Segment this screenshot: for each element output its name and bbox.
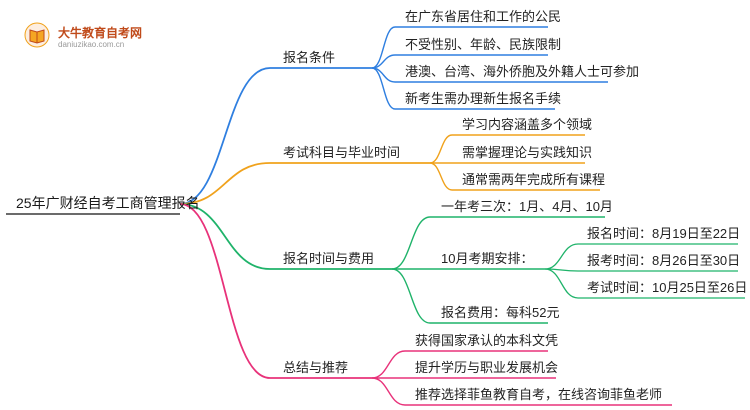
- october-schedule-item: 报考时间：8月26日至30日: [587, 253, 741, 268]
- branch-subjects: 考试科目与毕业时间: [283, 145, 401, 160]
- branch-to-leaf-connector: [371, 26, 396, 69]
- site-logo: 大牛教育自考网 daniuzikao.com.cn: [8, 10, 158, 50]
- root-to-branch-connector: [179, 203, 271, 379]
- branch-to-leaf-connector: [429, 162, 453, 191]
- sub-branch-connector: [544, 243, 579, 270]
- branch-to-leaf-connector: [371, 377, 406, 406]
- schedule-item: 一年考三次：1月、4月、10月: [441, 199, 613, 214]
- root-topic: 25年广财经自考工商管理报名: [16, 195, 200, 211]
- eligibility-item: 新考生需办理新生报名手续: [405, 91, 562, 106]
- summary-item: 获得国家承认的本科文凭: [415, 333, 559, 348]
- root-to-branch-connector: [179, 162, 271, 205]
- subjects-item: 通常需两年完成所有课程: [462, 172, 606, 187]
- summary-item: 提升学历与职业发展机会: [415, 360, 559, 375]
- branch-schedule-fees: 报名时间与费用: [283, 251, 375, 266]
- branch-to-leaf-connector: [391, 268, 431, 324]
- root-to-branch-connector: [179, 67, 271, 205]
- october-schedule-item: 报名时间：8月19日至22日: [587, 226, 741, 241]
- eligibility-item: 港澳、台湾、海外侨胞及外籍人士可参加: [405, 64, 640, 79]
- sub-branch-connector: [544, 268, 579, 299]
- eligibility-item: 不受性别、年龄、民族限制: [405, 37, 562, 52]
- schedule-item: 报名费用：每科52元: [441, 305, 560, 320]
- logo-name: 大牛教育自考网: [58, 26, 143, 40]
- branch-to-leaf-connector: [371, 67, 396, 110]
- subjects-item: 学习内容涵盖多个领域: [462, 117, 593, 132]
- logo-url: daniuzikao.com.cn: [58, 40, 125, 49]
- branch-to-leaf-connector: [371, 350, 406, 379]
- summary-item: 推荐选择菲鱼教育自考，在线咨询菲鱼老师: [415, 387, 663, 402]
- branch-to-leaf-connector: [429, 134, 453, 164]
- eligibility-item: 在广东省居住和工作的公民: [405, 9, 562, 24]
- branch-to-leaf-connector: [391, 216, 431, 270]
- book-logo-icon: [24, 22, 50, 48]
- branch-summary: 总结与推荐: [283, 360, 349, 375]
- october-schedule-item: 考试时间：10月25日至26日: [587, 280, 748, 295]
- root-to-branch-connector: [179, 203, 271, 270]
- branch-eligibility: 报名条件: [283, 50, 336, 65]
- october-schedule: 10月考期安排：: [441, 251, 534, 266]
- subjects-item: 需掌握理论与实践知识: [462, 145, 593, 160]
